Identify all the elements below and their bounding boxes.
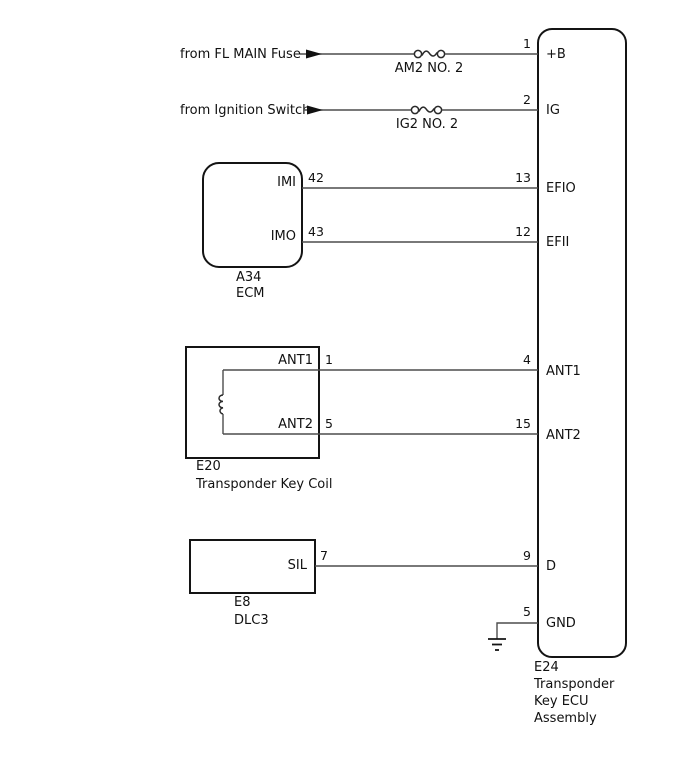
fl-main-fuse-feed: from FL MAIN Fuse AM2 NO. 2 — [180, 47, 538, 76]
ecu-pin-label-d: D — [546, 559, 556, 574]
ecm-box — [202, 162, 303, 268]
dlc3-name: DLC3 — [234, 613, 269, 628]
ignition-switch-feed: from Ignition Switch IG2 NO. 2 — [180, 103, 538, 132]
dlc3-component: E8 DLC3 SIL 7 — [189, 539, 538, 628]
ecu-name-line3: Assembly — [534, 711, 597, 726]
ecu-component: E24 Transponder Key ECU Assembly +B IG E… — [515, 28, 627, 726]
fuse-icon — [413, 49, 446, 59]
dlc3-pin-label-sil: SIL — [288, 558, 308, 573]
key-coil-pin-label-ant1: ANT1 — [278, 353, 313, 368]
key-coil-pin-number-ant2: 5 — [325, 416, 333, 431]
key-coil-pin-label-ant2: ANT2 — [278, 417, 313, 432]
ecu-pin-number-ig: 2 — [523, 92, 531, 107]
ecu-id: E24 — [534, 660, 559, 675]
dlc3-pin-number-sil: 7 — [320, 548, 328, 563]
ecu-pin-number-d: 9 — [523, 548, 531, 563]
ecu-pin-label-efii: EFII — [546, 235, 569, 250]
ecu-pin-number-ant1: 4 — [523, 352, 531, 367]
ecu-pin-label-gnd: GND — [546, 616, 576, 631]
ecu-pin-label-plus-b: +B — [546, 47, 566, 62]
coil-icon — [218, 394, 224, 415]
ecm-pin-label-imi: IMI — [277, 175, 296, 190]
ecu-box — [537, 28, 627, 658]
key-coil-name: Transponder Key Coil — [195, 477, 332, 492]
ecu-pin-label-ig: IG — [546, 103, 560, 118]
fuse-ig2-label: IG2 NO. 2 — [396, 117, 458, 132]
ecm-id: A34 — [236, 270, 261, 285]
fuse-icon — [410, 105, 443, 115]
ecu-pin-number-plus-b: 1 — [523, 36, 531, 51]
ground-connection — [488, 622, 538, 651]
ecm-pin-number-imo: 43 — [308, 224, 324, 239]
ecu-pin-number-gnd: 5 — [523, 604, 531, 619]
key-coil-id: E20 — [196, 459, 221, 474]
arrow-right-icon — [307, 105, 323, 115]
arrow-right-icon — [306, 49, 322, 59]
ecu-pin-label-efio: EFIO — [546, 181, 576, 196]
key-coil-box — [185, 346, 320, 459]
ecu-pin-label-ant1: ANT1 — [546, 364, 581, 379]
ecm-pin-number-imi: 42 — [308, 170, 324, 185]
wire-gnd — [496, 622, 538, 639]
ecm-name: ECM — [236, 286, 265, 301]
ground-icon — [488, 638, 506, 651]
ecu-pin-number-ant2: 15 — [515, 416, 531, 431]
ecu-name-line2: Key ECU — [534, 694, 589, 709]
ecu-pin-label-ant2: ANT2 — [546, 428, 581, 443]
dlc3-id: E8 — [234, 595, 251, 610]
ignition-switch-label: from Ignition Switch — [180, 103, 310, 118]
fuse-am2-label: AM2 NO. 2 — [395, 61, 463, 76]
ecm-component: A34 ECM IMI IMO 42 43 — [202, 162, 538, 301]
ecu-pin-number-efio: 13 — [515, 170, 531, 185]
key-coil-pin-number-ant1: 1 — [325, 352, 333, 367]
ecu-name-line1: Transponder — [533, 677, 615, 692]
ecu-pin-number-efii: 12 — [515, 224, 531, 239]
fl-main-fuse-label: from FL MAIN Fuse — [180, 47, 301, 62]
ecm-pin-label-imo: IMO — [271, 229, 296, 244]
key-coil-component: E20 Transponder Key Coil ANT1 ANT2 1 5 — [185, 346, 538, 492]
